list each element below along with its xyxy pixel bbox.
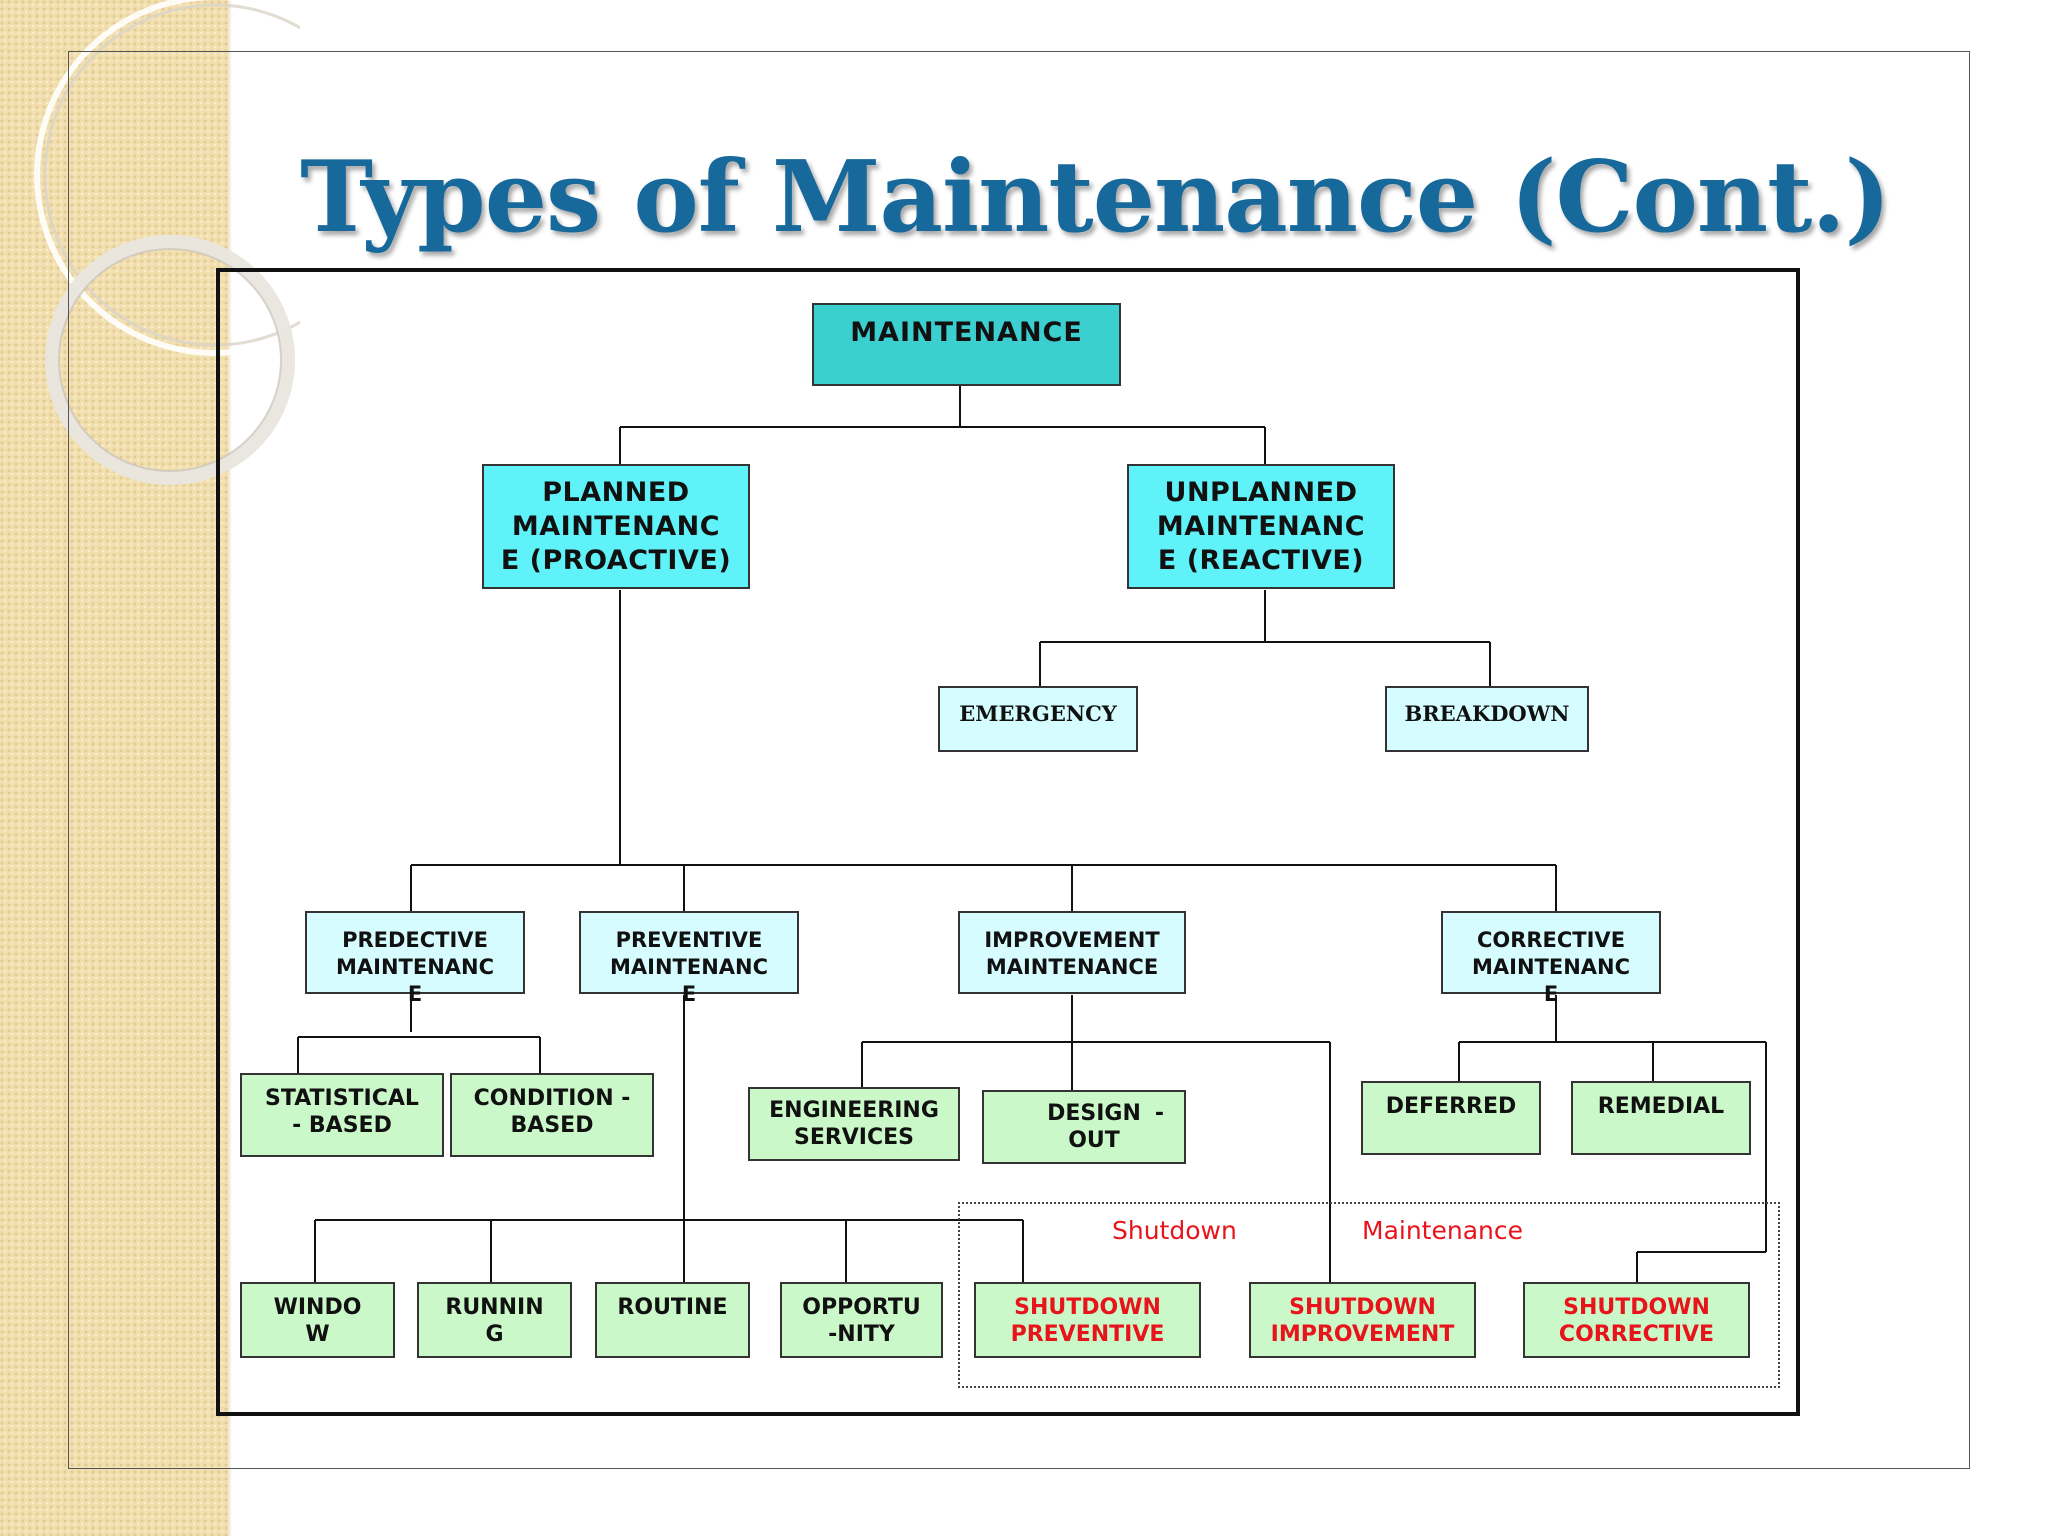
slide-border xyxy=(68,51,1970,1469)
node-deferred: DEFERRED xyxy=(1361,1081,1541,1155)
node-engineering-services: ENGINEERING SERVICES xyxy=(748,1087,960,1161)
node-unplanned-maintenance: UNPLANNED MAINTENANC E (REACTIVE) xyxy=(1127,464,1395,589)
node-predictive-maintenance: PREDECTIVE MAINTENANC E xyxy=(305,911,525,1006)
node-label: EMERGENCY xyxy=(959,701,1117,726)
node-improvement-maintenance: IMPROVEMENT MAINTENANCE xyxy=(958,911,1186,994)
group-label-shutdown: Shutdown xyxy=(1112,1216,1237,1245)
node-label: BREAKDOWN xyxy=(1404,701,1570,726)
node-statistical-based: STATISTICAL - BASED xyxy=(240,1073,444,1157)
decorative-rings xyxy=(34,0,300,485)
node-label: REMEDIAL xyxy=(1597,1094,1725,1119)
node-planned-maintenance: PLANNED MAINTENANC E (PROACTIVE) xyxy=(482,464,750,589)
node-label: MAINTENANCE xyxy=(850,317,1083,348)
node-label: PREDECTIVE MAINTENANC E xyxy=(335,928,495,1006)
node-label: UNPLANNED MAINTENANC E (REACTIVE) xyxy=(1156,476,1366,576)
node-emergency: EMERGENCY xyxy=(938,686,1138,752)
node-label: RUNNIN G xyxy=(445,1295,544,1347)
node-label: SHUTDOWN CORRECTIVE xyxy=(1558,1295,1715,1347)
node-shutdown-corrective: SHUTDOWN CORRECTIVE xyxy=(1523,1282,1750,1358)
page-title: Types of Maintenance (Cont.) xyxy=(300,140,1891,255)
node-label: CORRECTIVE MAINTENANC E xyxy=(1471,928,1631,1006)
node-label: IMPROVEMENT MAINTENANCE xyxy=(984,928,1160,979)
node-label-dash: - xyxy=(1154,1101,1164,1126)
node-design-out: DESIGN OUT - xyxy=(982,1090,1186,1164)
node-label: STATISTICAL - BASED xyxy=(265,1086,419,1138)
node-preventive-maintenance: PREVENTIVE MAINTENANC E xyxy=(579,911,799,1006)
node-label-out: OUT xyxy=(1068,1128,1120,1153)
node-breakdown: BREAKDOWN xyxy=(1385,686,1589,752)
node-label: OPPORTU -NITY xyxy=(802,1295,921,1347)
node-label: ENGINEERING SERVICES xyxy=(769,1098,939,1150)
node-maintenance: MAINTENANCE xyxy=(812,303,1121,386)
sidebar-shadow xyxy=(228,0,232,1536)
node-routine: ROUTINE xyxy=(595,1282,750,1358)
node-running: RUNNIN G xyxy=(417,1282,572,1358)
node-remedial: REMEDIAL xyxy=(1571,1081,1751,1155)
group-label-maintenance: Maintenance xyxy=(1362,1216,1523,1245)
node-shutdown-improvement: SHUTDOWN IMPROVEMENT xyxy=(1249,1282,1476,1358)
node-corrective-maintenance: CORRECTIVE MAINTENANC E xyxy=(1441,911,1661,1006)
node-condition-based: CONDITION - BASED xyxy=(450,1073,654,1157)
node-window: WINDO W xyxy=(240,1282,395,1358)
node-label: ROUTINE xyxy=(617,1295,728,1320)
diagram-frame xyxy=(216,268,1800,1416)
node-shutdown-preventive: SHUTDOWN PREVENTIVE xyxy=(974,1282,1201,1358)
node-label: PLANNED MAINTENANC E (PROACTIVE) xyxy=(500,476,732,576)
shutdown-maintenance-group xyxy=(958,1202,1780,1388)
node-label-design: DESIGN xyxy=(1047,1101,1141,1126)
node-label: SHUTDOWN PREVENTIVE xyxy=(1010,1295,1165,1347)
node-label: DEFERRED xyxy=(1385,1094,1517,1119)
node-label: SHUTDOWN IMPROVEMENT xyxy=(1270,1295,1455,1347)
node-label: WINDO W xyxy=(273,1295,362,1347)
node-label: PREVENTIVE MAINTENANC E xyxy=(609,928,769,1006)
node-label: CONDITION - BASED xyxy=(473,1086,631,1138)
node-opportunity: OPPORTU -NITY xyxy=(780,1282,943,1358)
